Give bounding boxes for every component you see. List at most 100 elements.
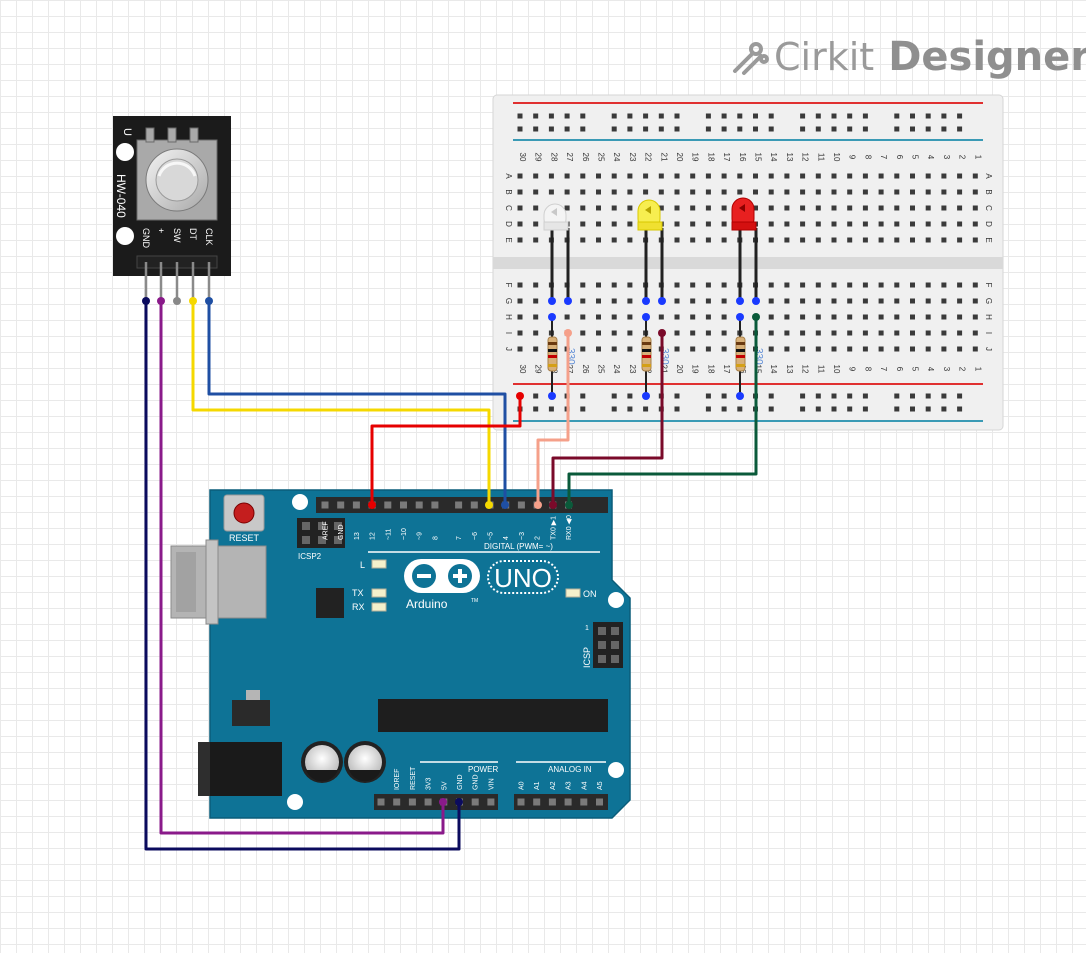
breadboard-hole[interactable] xyxy=(674,298,680,304)
breadboard-hole[interactable] xyxy=(972,237,978,243)
breadboard-rail-hole[interactable] xyxy=(674,113,680,119)
breadboard-rail-hole[interactable] xyxy=(627,113,633,119)
breadboard-hole[interactable] xyxy=(690,189,696,195)
breadboard-hole[interactable] xyxy=(894,346,900,352)
breadboard-hole[interactable] xyxy=(957,205,963,211)
breadboard-rail-hole[interactable] xyxy=(847,113,853,119)
breadboard-hole[interactable] xyxy=(910,237,915,243)
breadboard-hole[interactable] xyxy=(705,173,711,179)
breadboard-hole[interactable] xyxy=(596,237,601,243)
breadboard-hole[interactable] xyxy=(690,173,696,179)
breadboard-rail-hole[interactable] xyxy=(957,393,963,399)
breadboard-hole[interactable] xyxy=(721,205,727,211)
breadboard-rail-hole[interactable] xyxy=(580,393,586,399)
breadboard-hole[interactable] xyxy=(941,173,947,179)
breadboard-hole[interactable] xyxy=(784,221,790,227)
breadboard-hole[interactable] xyxy=(596,298,601,304)
breadboard-hole[interactable] xyxy=(658,189,664,195)
breadboard-hole[interactable] xyxy=(831,221,837,227)
breadboard-hole[interactable] xyxy=(894,189,900,195)
breadboard-hole[interactable] xyxy=(957,298,963,304)
breadboard-hole[interactable] xyxy=(690,298,696,304)
breadboard-hole[interactable] xyxy=(894,282,900,288)
breadboard-hole[interactable] xyxy=(611,330,617,336)
breadboard-rail-hole[interactable] xyxy=(957,113,963,119)
breadboard-hole[interactable] xyxy=(831,205,837,211)
breadboard-rail-hole[interactable] xyxy=(768,126,774,132)
breadboard-hole[interactable] xyxy=(972,205,978,211)
breadboard-rail-hole[interactable] xyxy=(517,126,523,132)
breadboard-hole[interactable] xyxy=(815,205,821,211)
resistor-2[interactable]: 330 xyxy=(641,313,670,400)
digital-pin-socket[interactable] xyxy=(337,501,345,509)
breadboard-rail-hole[interactable] xyxy=(862,126,868,132)
breadboard-hole[interactable] xyxy=(674,282,680,288)
breadboard-hole[interactable] xyxy=(533,205,539,211)
breadboard-rail-hole[interactable] xyxy=(768,113,774,119)
breadboard-rail-hole[interactable] xyxy=(548,113,554,119)
breadboard-rail-hole[interactable] xyxy=(894,126,900,132)
breadboard-hole[interactable] xyxy=(815,298,821,304)
breadboard-hole[interactable] xyxy=(800,330,806,336)
breadboard-hole[interactable] xyxy=(878,314,884,320)
breadboard-hole[interactable] xyxy=(910,298,915,304)
breadboard-rail-hole[interactable] xyxy=(831,406,837,412)
breadboard-rail-hole[interactable] xyxy=(548,126,554,132)
breadboard-hole[interactable] xyxy=(517,173,523,179)
breadboard-hole[interactable] xyxy=(768,173,774,179)
breadboard-hole[interactable] xyxy=(611,221,617,227)
breadboard-hole[interactable] xyxy=(737,189,743,195)
breadboard-hole[interactable] xyxy=(784,189,790,195)
breadboard-hole[interactable] xyxy=(611,314,617,320)
breadboard-hole[interactable] xyxy=(957,173,963,179)
breadboard-hole[interactable] xyxy=(580,314,586,320)
breadboard-hole[interactable] xyxy=(972,314,978,320)
breadboard-rail-hole[interactable] xyxy=(815,113,821,119)
breadboard-hole[interactable] xyxy=(517,189,523,195)
breadboard-hole[interactable] xyxy=(784,298,790,304)
wire-red-led-to-pin2[interactable] xyxy=(567,317,758,505)
breadboard-rail-hole[interactable] xyxy=(533,406,539,412)
breadboard-rail-hole[interactable] xyxy=(753,126,758,132)
breadboard-hole[interactable] xyxy=(957,330,963,336)
breadboard-rail-hole[interactable] xyxy=(611,113,617,119)
breadboard-hole[interactable] xyxy=(941,221,947,227)
breadboard-hole[interactable] xyxy=(831,298,837,304)
breadboard-rail-hole[interactable] xyxy=(580,126,586,132)
breadboard-hole[interactable] xyxy=(643,189,649,195)
breadboard-hole[interactable] xyxy=(972,330,978,336)
breadboard-hole[interactable] xyxy=(815,221,821,227)
breadboard-hole[interactable] xyxy=(894,298,900,304)
breadboard-hole[interactable] xyxy=(784,173,790,179)
breadboard-hole[interactable] xyxy=(784,346,790,352)
breadboard-hole[interactable] xyxy=(517,314,523,320)
breadboard-hole[interactable] xyxy=(862,330,868,336)
breadboard-hole[interactable] xyxy=(815,189,821,195)
breadboard-hole[interactable] xyxy=(957,221,963,227)
breadboard-hole[interactable] xyxy=(517,221,523,227)
breadboard-hole[interactable] xyxy=(627,346,633,352)
breadboard-hole[interactable] xyxy=(847,346,853,352)
breadboard-hole[interactable] xyxy=(690,282,696,288)
breadboard-rail-hole[interactable] xyxy=(674,406,680,412)
breadboard-rail-hole[interactable] xyxy=(815,406,821,412)
breadboard-hole[interactable] xyxy=(596,282,601,288)
breadboard-hole[interactable] xyxy=(674,237,680,243)
breadboard-rail-hole[interactable] xyxy=(737,126,743,132)
breadboard-hole[interactable] xyxy=(564,173,570,179)
breadboard-hole[interactable] xyxy=(815,330,821,336)
breadboard-hole[interactable] xyxy=(784,205,790,211)
breadboard-hole[interactable] xyxy=(611,173,617,179)
digital-pin-socket[interactable] xyxy=(455,501,463,509)
breadboard-hole[interactable] xyxy=(925,298,931,304)
reset-button-cap[interactable] xyxy=(233,502,255,524)
breadboard-rail-hole[interactable] xyxy=(627,393,633,399)
breadboard-hole[interactable] xyxy=(721,189,727,195)
breadboard-hole[interactable] xyxy=(533,221,539,227)
breadboard-hole[interactable] xyxy=(721,173,727,179)
breadboard-rail-hole[interactable] xyxy=(831,113,837,119)
breadboard-hole[interactable] xyxy=(753,205,758,211)
breadboard-hole[interactable] xyxy=(721,221,727,227)
breadboard-hole[interactable] xyxy=(627,189,633,195)
breadboard-hole[interactable] xyxy=(690,314,696,320)
